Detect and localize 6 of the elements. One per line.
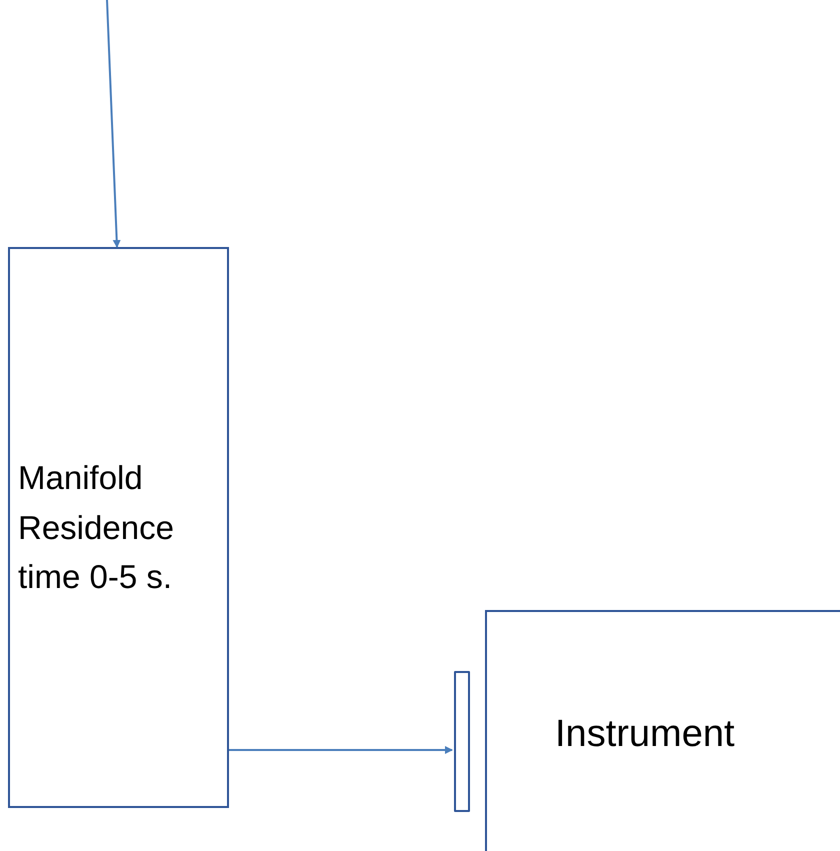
manifold-box xyxy=(8,247,229,808)
node-label: Manifold Residence time 0-5 s. xyxy=(18,458,175,598)
arrow xyxy=(106,0,121,248)
filter-bar xyxy=(454,671,470,812)
arrow xyxy=(229,746,453,754)
node-label: Instrument xyxy=(555,712,735,757)
